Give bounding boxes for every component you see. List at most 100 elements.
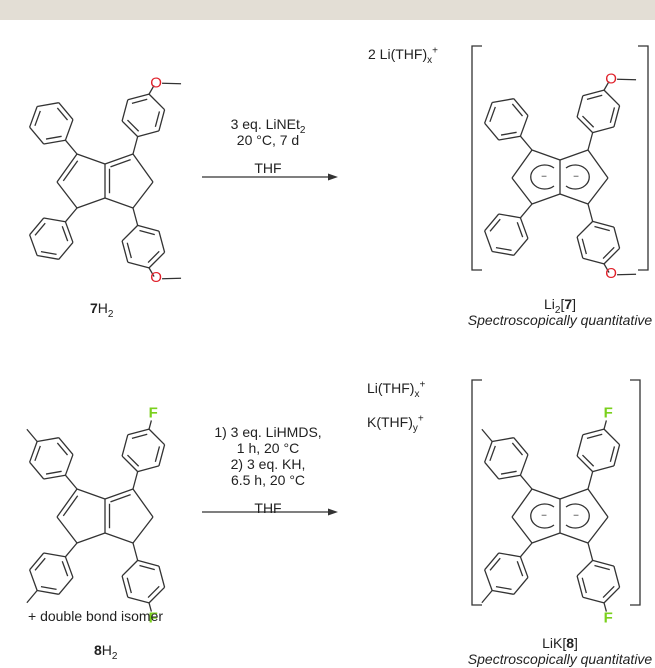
aryl-link-bond: [519, 542, 533, 558]
ring-double-bond: [40, 250, 57, 255]
ring-bond: [613, 105, 621, 128]
ring-double-bond: [45, 135, 62, 140]
o-methyl-bond: [617, 273, 637, 276]
ring-double-bond: [609, 446, 616, 462]
pentalene-bond: [559, 193, 589, 205]
ring-bond: [29, 106, 38, 128]
arrow-head: [328, 173, 338, 181]
ring-bond: [592, 126, 615, 134]
ring-bond: [43, 552, 66, 558]
reactant-7h2-label: 7H2: [90, 300, 114, 320]
ring-bond: [592, 465, 615, 473]
aryl-link-bond: [132, 136, 139, 155]
product1-bracket-left: [471, 45, 482, 271]
ring-bond: [576, 455, 594, 473]
aryl-link-bond: [519, 203, 533, 219]
ring-double-bond: [489, 445, 496, 462]
ring-bond: [576, 575, 584, 598]
ring-bond: [582, 428, 605, 436]
top-bar: [0, 0, 655, 20]
product2-bracket-right: [630, 379, 641, 606]
ring-double-bond: [34, 445, 41, 462]
ring-bond: [58, 242, 74, 260]
ring-bond: [29, 552, 45, 571]
ring-bond: [603, 89, 621, 107]
oxygen-atom: O: [605, 71, 617, 88]
pentalene-bond: [132, 181, 154, 209]
pentalene-bond: [76, 532, 106, 544]
ring-bond: [37, 254, 59, 260]
aryl-link-bond: [64, 542, 78, 558]
ring-bond: [519, 556, 529, 578]
ring-bond: [158, 230, 166, 253]
pentalene-bond: [104, 532, 134, 544]
pentalene-bond: [104, 153, 134, 165]
ring-bond: [43, 139, 66, 145]
ring-double-bond: [139, 229, 155, 236]
pentalene-bond: [132, 488, 154, 518]
pentalene-bond: [511, 488, 533, 518]
ring-bond: [498, 474, 521, 480]
ring-double-bond: [154, 111, 161, 127]
ring-double-bond: [40, 585, 57, 590]
pentalene-bond: [587, 488, 609, 518]
delocalized-arc: [530, 164, 555, 190]
ring-bond: [121, 99, 129, 122]
ring-bond: [519, 115, 529, 137]
ring-bond: [58, 102, 74, 120]
methyl-bond: [481, 428, 493, 442]
ring-bond: [576, 116, 594, 134]
ring-bond: [127, 428, 150, 436]
fluorine-atom: F: [149, 405, 158, 422]
c-f-bond: [148, 420, 153, 430]
ring-bond: [43, 474, 66, 480]
ring-bond: [582, 596, 605, 604]
ring-bond: [484, 552, 500, 571]
ring-bond: [121, 455, 139, 473]
ring-bond: [121, 240, 129, 263]
reaction2-counterion-li: Li(THF)x+: [367, 379, 426, 400]
pentalene-bond: [511, 149, 533, 179]
pentalene-bond: [531, 193, 561, 205]
ring-bond: [121, 224, 139, 242]
pentalene-bond: [132, 516, 154, 544]
ring-double-bond: [127, 119, 140, 132]
ring-double-bond: [495, 585, 512, 590]
ring-double-bond: [581, 577, 587, 594]
ring-double-bond: [126, 577, 132, 594]
ring-bond: [127, 261, 150, 269]
ring-bond: [592, 559, 615, 567]
ring-bond: [576, 95, 584, 118]
ring-bond: [64, 556, 74, 578]
aryl-link-bond: [132, 207, 139, 226]
arrow-head: [328, 508, 338, 516]
ring-double-bond: [581, 238, 587, 255]
ring-bond: [582, 257, 605, 265]
fluorine-atom: F: [604, 405, 613, 422]
pentalene-bond: [587, 516, 609, 544]
ring-bond: [148, 93, 166, 111]
pentalene-bond: [559, 149, 589, 161]
c-f-bond: [148, 602, 153, 612]
c-f-bond: [603, 602, 608, 612]
ring-bond: [64, 221, 74, 243]
ring-bond: [492, 437, 514, 443]
aryl-link-bond: [132, 542, 139, 561]
ring-bond: [43, 217, 66, 223]
reaction2-conditions: 1) 3 eq. LiHMDS, 1 h, 20 °C 2) 3 eq. KH,…: [214, 424, 322, 516]
pentalene-double-bond: [110, 159, 131, 168]
ring-bond: [492, 250, 514, 256]
aryl-link-bond: [519, 135, 533, 151]
ring-bond: [29, 234, 38, 256]
ring-bond: [576, 220, 594, 238]
pentalene-bond: [104, 488, 134, 500]
delocalized-arc: [565, 503, 590, 529]
ring-bond: [613, 444, 621, 467]
ring-bond: [64, 454, 74, 476]
ring-bond: [498, 213, 521, 219]
ring-bond: [484, 461, 500, 480]
ring-double-bond: [154, 446, 161, 462]
ring-bond: [158, 109, 166, 132]
ring-bond: [484, 122, 500, 141]
